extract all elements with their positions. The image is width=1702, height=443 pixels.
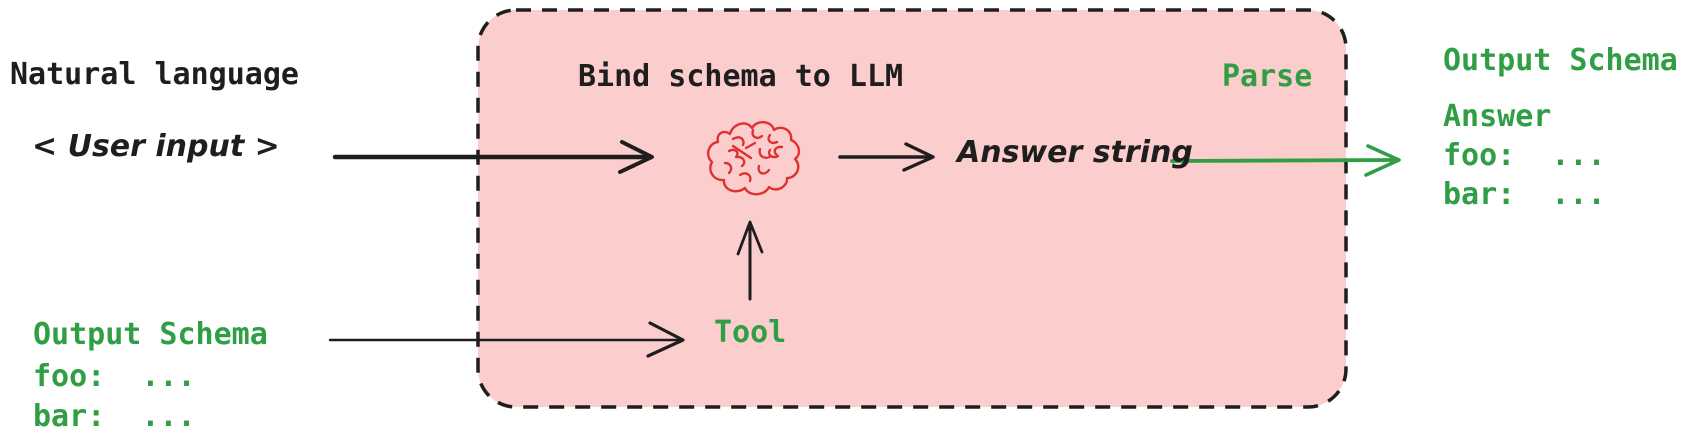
arrow-user-input-to-llm	[332, 140, 654, 174]
arrow-parse-to-output	[1170, 144, 1401, 177]
tool-label: Tool	[714, 315, 787, 350]
right-answer-label: Answer	[1443, 99, 1552, 134]
natural-language-label: Natural language	[10, 57, 299, 92]
user-input-label: < User input >	[32, 129, 280, 164]
schema-bound-llm-box	[476, 8, 1348, 409]
answer-string-label: Answer string	[957, 135, 1193, 170]
arrow-llm-to-answer-string	[838, 142, 935, 172]
right-output-schema-foo: foo: ...	[1443, 138, 1606, 173]
right-output-schema-bar: bar: ...	[1443, 177, 1606, 212]
left-output-schema-title: Output Schema	[33, 317, 268, 352]
parse-label: Parse	[1222, 59, 1313, 94]
left-output-schema-foo: foo: ...	[33, 359, 196, 394]
arrow-schema-to-tool	[328, 321, 685, 358]
right-output-schema-title: Output Schema	[1443, 43, 1678, 78]
bind-schema-to-llm-label: Bind schema to LLM	[578, 59, 904, 94]
brain-icon	[706, 121, 801, 196]
arrow-tool-to-llm	[736, 220, 764, 301]
left-output-schema-bar: bar: ...	[33, 399, 196, 434]
